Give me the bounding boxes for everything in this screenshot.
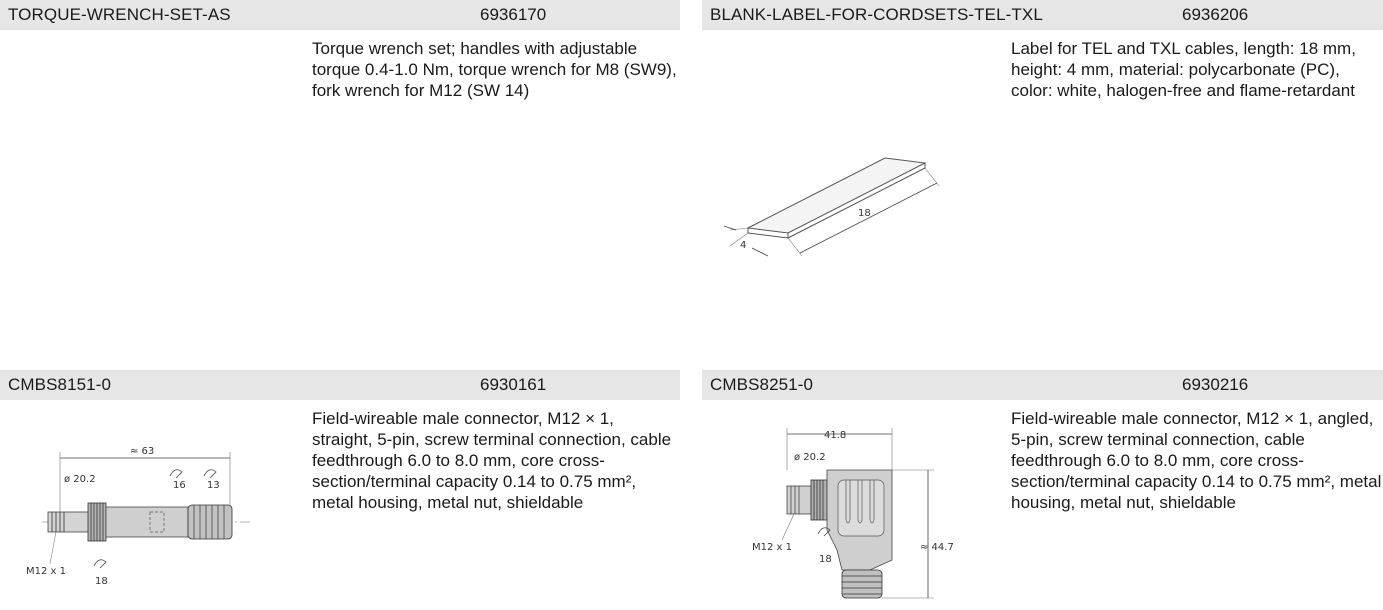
product-header: CMBS8151-0 6930161: [0, 370, 680, 400]
product-header: BLANK-LABEL-FOR-CORDSETS-TEL-TXL 6936206: [702, 0, 1383, 30]
wrench-icon: [93, 559, 107, 569]
product-number: 6930161: [480, 375, 547, 394]
thread-label: M12 x 1: [26, 566, 66, 577]
wrench-size-16: 16: [173, 480, 186, 491]
product-torque-wrench-set: TORQUE-WRENCH-SET-AS 6936170 Torque wren…: [0, 0, 680, 300]
height-label: ≈ 44.7: [920, 542, 954, 553]
product-cmbs8251: CMBS8251-0 6930216 Field-wireable male c…: [702, 370, 1383, 610]
product-description: Field-wireable male connector, M12 × 1, …: [312, 409, 672, 512]
label-dimension-drawing: 18 4: [723, 157, 940, 257]
angled-connector-drawing: 41.8 ø 20.2 ≈ 44.7: [752, 428, 954, 599]
product-cmbs8151: CMBS8151-0 6930161 Field-wireable male c…: [0, 370, 680, 610]
product-header: CMBS8251-0 6930216: [702, 370, 1383, 400]
label-shape: [746, 157, 927, 234]
wrench-icon: [169, 469, 183, 479]
wrench-size-18: 18: [819, 554, 832, 565]
product-number: 6936170: [480, 5, 547, 24]
wrench-icon: [817, 527, 831, 537]
wrench-size-18: 18: [95, 576, 108, 587]
straight-connector-drawing: ≈ 63 ø 20.2 16 13 M12 x 1 18: [26, 446, 250, 587]
width-label: 41.8: [824, 430, 846, 441]
wrench-icon: [203, 469, 217, 479]
product-number: 6936206: [1182, 5, 1249, 24]
product-description: Label for TEL and TXL cables, length: 18…: [1011, 39, 1356, 100]
height-dimension-label: 4: [740, 240, 746, 251]
product-name: CMBS8151-0: [8, 375, 112, 394]
product-number: 6930216: [1182, 375, 1249, 394]
length-dimension-label: 18: [858, 208, 871, 219]
product-description: Field-wireable male connector, M12 × 1, …: [1011, 409, 1382, 512]
wrench-size-13: 13: [207, 480, 220, 491]
product-description: Torque wrench set; handles with adjustab…: [312, 39, 677, 100]
product-blank-label: BLANK-LABEL-FOR-CORDSETS-TEL-TXL 6936206…: [702, 0, 1383, 300]
product-name: TORQUE-WRENCH-SET-AS: [8, 5, 231, 24]
thread-label: M12 x 1: [752, 542, 792, 553]
overall-length-label: ≈ 63: [130, 446, 154, 457]
product-header: TORQUE-WRENCH-SET-AS 6936170: [0, 0, 680, 30]
length-dimension-line: [799, 182, 938, 254]
diameter-label: ø 20.2: [794, 452, 826, 463]
product-name: CMBS8251-0: [710, 375, 814, 394]
diameter-label: ø 20.2: [64, 474, 96, 485]
product-name: BLANK-LABEL-FOR-CORDSETS-TEL-TXL: [710, 5, 1043, 24]
